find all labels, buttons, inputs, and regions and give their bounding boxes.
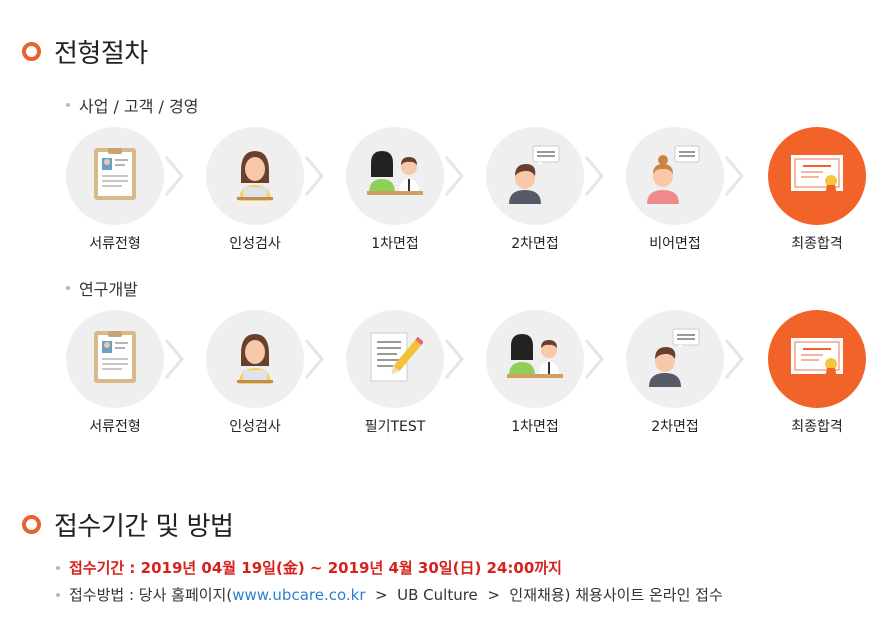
group-label: 연구개발 [66, 276, 138, 300]
step-row: 서류전형 인성검사 필기TEST 1차면접 2차면접 최종합격 [66, 310, 866, 440]
period-text: 접수기간 : 2019년 04월 19일(金) ~ 2019년 4월 30일(日… [69, 559, 562, 577]
step-label: 최종합격 [791, 236, 843, 252]
step-circle [66, 310, 164, 408]
process-step: 서류전형 [66, 127, 164, 253]
step-circle [486, 310, 584, 408]
step-circle [768, 310, 866, 408]
chevron-right-icon [444, 127, 464, 225]
process-step: 1차면접 [486, 310, 584, 436]
section-title: 전형절차 [54, 39, 148, 69]
process-step: 인성검사 [206, 127, 304, 253]
woman-speech-bubble-icon [647, 144, 703, 208]
process-step: 인성검사 [206, 310, 304, 436]
step-label: 서류전형 [89, 419, 141, 435]
chevron-right-icon [304, 127, 324, 225]
process-step: 최종합격 [768, 127, 866, 253]
application-method: 접수방법 : 당사 홈페이지(www.ubcare.co.kr > UB Cul… [56, 584, 723, 605]
chevron-right-icon [584, 127, 604, 225]
step-circle [486, 127, 584, 225]
process-step: 최종합격 [768, 310, 866, 436]
orange-ring-icon [22, 515, 41, 534]
step-label: 인성검사 [229, 419, 281, 435]
step-circle [626, 127, 724, 225]
resume-document-icon [93, 147, 137, 205]
application-period: 접수기간 : 2019년 04월 19일(金) ~ 2019년 4월 30일(日… [56, 557, 562, 578]
step-label: 2차면접 [511, 236, 559, 252]
chevron-right-icon [724, 127, 744, 225]
chevron-right-icon [304, 310, 324, 408]
group-label: 사업 / 고객 / 경영 [66, 93, 198, 117]
chevron-right-icon [584, 310, 604, 408]
step-circle [626, 310, 724, 408]
chevron-right-icon [724, 310, 744, 408]
process-step: 2차면접 [486, 127, 584, 253]
woman-laptop-icon [233, 330, 277, 388]
process-step: 비어면접 [626, 127, 724, 253]
process-step: 필기TEST [346, 310, 444, 436]
interview-icon [365, 147, 425, 205]
step-label: 최종합격 [791, 419, 843, 435]
section-title: 접수기간 및 방법 [54, 512, 234, 542]
woman-laptop-icon [233, 147, 277, 205]
step-label: 1차면접 [371, 236, 419, 252]
group-label-text: 연구개발 [79, 280, 138, 299]
man-speech-bubble-icon [507, 144, 563, 208]
certificate-icon [789, 151, 845, 201]
bullet-icon [56, 592, 60, 597]
step-label: 필기TEST [364, 419, 426, 435]
interview-icon [505, 330, 565, 388]
method-prefix: 접수방법 : 당사 홈페이지( [69, 586, 233, 604]
step-label: 인성검사 [229, 236, 281, 252]
bullet-icon [66, 286, 70, 290]
process-step: 2차면접 [626, 310, 724, 436]
step-circle [346, 127, 444, 225]
step-circle [206, 310, 304, 408]
homepage-link[interactable]: www.ubcare.co.kr [232, 585, 366, 604]
section-header-application: 접수기간 및 방법 [22, 506, 234, 543]
resume-document-icon [93, 330, 137, 388]
man-speech-bubble-icon [647, 327, 703, 391]
step-row: 서류전형 인성검사 1차면접 2차면접 비어면접 최종합격 [66, 127, 866, 257]
chevron-right-icon [444, 310, 464, 408]
bullet-icon [56, 565, 60, 570]
chevron-right-icon [164, 310, 184, 408]
process-step: 1차면접 [346, 127, 444, 253]
certificate-icon [789, 334, 845, 384]
group-label-text: 사업 / 고객 / 경영 [79, 97, 199, 116]
bullet-icon [66, 103, 70, 107]
method-suffix: > UB Culture > 인재채용) 채용사이트 온라인 접수 [365, 586, 723, 604]
written-test-icon [367, 329, 424, 389]
step-label: 서류전형 [89, 236, 141, 252]
step-circle [66, 127, 164, 225]
step-circle [346, 310, 444, 408]
orange-ring-icon [22, 42, 41, 61]
step-circle [206, 127, 304, 225]
step-label: 1차면접 [511, 419, 559, 435]
chevron-right-icon [164, 127, 184, 225]
section-header-process: 전형절차 [22, 33, 148, 70]
process-step: 서류전형 [66, 310, 164, 436]
step-circle [768, 127, 866, 225]
step-label: 2차면접 [651, 419, 699, 435]
step-label: 비어면접 [649, 236, 701, 252]
